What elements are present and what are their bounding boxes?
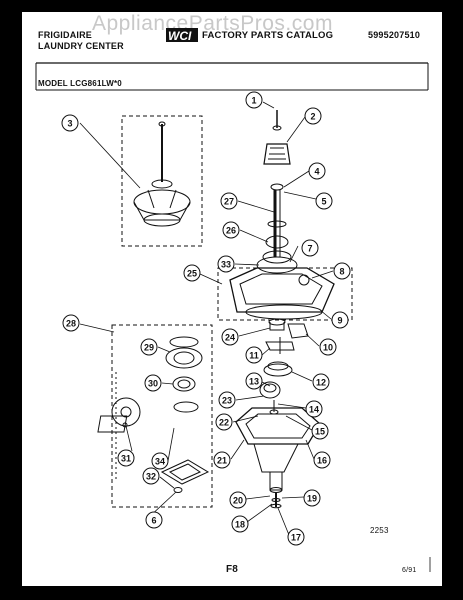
exploded-view-drawing: WCI — [35, 28, 431, 572]
page-code: F8 — [226, 564, 239, 575]
svg-text:12: 12 — [316, 378, 326, 388]
svg-text:1: 1 — [251, 96, 256, 106]
svg-text:9: 9 — [337, 316, 342, 326]
svg-text:25: 25 — [187, 269, 197, 279]
svg-text:5: 5 — [321, 197, 326, 207]
callout-12: 12 — [312, 373, 330, 391]
svg-text:26: 26 — [226, 226, 236, 236]
callout-30: 30 — [144, 374, 162, 392]
callout-19: 19 — [303, 489, 321, 507]
callouts: 1 2 3 4 5 6 7 8 9 10 11 12 13 14 15 16 1… — [61, 91, 351, 546]
svg-text:29: 29 — [144, 343, 154, 353]
svg-text:21: 21 — [217, 456, 227, 466]
callout-28: 28 — [62, 314, 80, 332]
part-3-assembly-box — [121, 115, 203, 247]
callout-4: 4 — [308, 162, 326, 180]
callout-9: 9 — [331, 311, 349, 329]
logo-text: WCI — [168, 29, 192, 43]
callout-33: 33 — [217, 255, 235, 273]
model-label: MODEL LCG861LW*0 — [38, 79, 122, 88]
svg-text:20: 20 — [233, 496, 243, 506]
callout-32: 32 — [142, 467, 160, 485]
leader-lines — [79, 101, 334, 536]
callout-29: 29 — [140, 338, 158, 356]
svg-text:33: 33 — [221, 260, 231, 270]
callout-27: 27 — [220, 192, 238, 210]
callout-23: 23 — [218, 391, 236, 409]
figure-number: 2253 — [370, 526, 389, 535]
product-label: LAUNDRY CENTER — [38, 41, 124, 51]
svg-text:27: 27 — [224, 197, 234, 207]
svg-text:28: 28 — [66, 319, 76, 329]
svg-text:13: 13 — [249, 377, 259, 387]
callout-5: 5 — [315, 192, 333, 210]
svg-text:24: 24 — [225, 333, 235, 343]
wci-logo: WCI — [166, 28, 198, 43]
catalog-number: 5995207510 — [368, 30, 421, 40]
date-label: 6/91 — [402, 567, 417, 574]
svg-text:22: 22 — [219, 418, 229, 428]
svg-text:30: 30 — [148, 379, 158, 389]
svg-text:34: 34 — [155, 457, 165, 467]
callout-18: 18 — [231, 515, 249, 533]
callout-7: 7 — [301, 239, 319, 257]
callout-31: 31 — [117, 449, 135, 467]
svg-text:16: 16 — [317, 456, 327, 466]
callout-15: 15 — [311, 422, 329, 440]
callout-1: 1 — [245, 91, 263, 109]
svg-text:18: 18 — [235, 520, 245, 530]
svg-text:31: 31 — [121, 454, 131, 464]
callout-2: 2 — [304, 107, 322, 125]
svg-text:23: 23 — [222, 396, 232, 406]
callout-10: 10 — [319, 338, 337, 356]
svg-text:17: 17 — [291, 533, 301, 543]
callout-13: 13 — [245, 372, 263, 390]
svg-text:2: 2 — [310, 112, 315, 122]
watermark: AppliancePartsPros.com — [92, 12, 333, 35]
callout-3: 3 — [61, 114, 79, 132]
callout-14: 14 — [305, 400, 323, 418]
callout-11: 11 — [245, 346, 263, 364]
callout-24: 24 — [221, 328, 239, 346]
svg-text:10: 10 — [323, 343, 333, 353]
catalog-title: FACTORY PARTS CATALOG — [202, 30, 334, 41]
callout-21: 21 — [213, 451, 231, 469]
callout-26: 26 — [222, 221, 240, 239]
callout-17: 17 — [287, 528, 305, 546]
parts-diagram-sheet: AppliancePartsPros.com FRIGIDAIRE LAUNDR… — [22, 12, 442, 586]
callout-20: 20 — [229, 491, 247, 509]
callout-8: 8 — [333, 262, 351, 280]
svg-text:3: 3 — [67, 119, 72, 129]
callout-16: 16 — [313, 451, 331, 469]
svg-text:15: 15 — [315, 427, 325, 437]
callout-25: 25 — [183, 264, 201, 282]
svg-text:8: 8 — [339, 267, 344, 277]
callout-6: 6 — [145, 511, 163, 529]
svg-text:14: 14 — [309, 405, 319, 415]
brand-label: FRIGIDAIRE — [38, 30, 93, 40]
svg-text:19: 19 — [307, 494, 317, 504]
part-28-assembly-box — [97, 324, 213, 508]
svg-text:6: 6 — [151, 516, 156, 526]
callout-34: 34 — [151, 452, 169, 470]
svg-text:11: 11 — [249, 351, 259, 361]
callout-22: 22 — [215, 413, 233, 431]
svg-text:7: 7 — [307, 244, 312, 254]
svg-text:4: 4 — [314, 167, 319, 177]
svg-text:32: 32 — [146, 472, 156, 482]
